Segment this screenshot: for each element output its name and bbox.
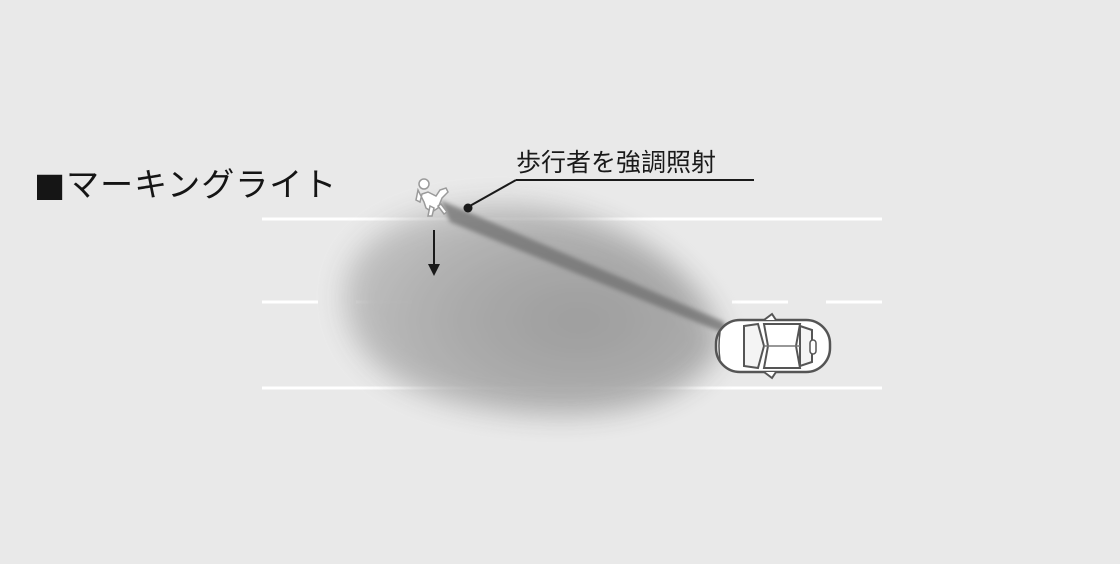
diagram-title: ■マーキングライト	[34, 165, 338, 204]
callout-label: 歩行者を強調照射	[516, 148, 717, 177]
headlight-beam	[344, 205, 722, 415]
car-icon	[714, 312, 832, 380]
pedestrian-icon	[415, 178, 449, 217]
arrow-down-icon	[428, 230, 440, 276]
callout-leader	[463, 179, 754, 213]
spot-beam	[440, 200, 726, 334]
